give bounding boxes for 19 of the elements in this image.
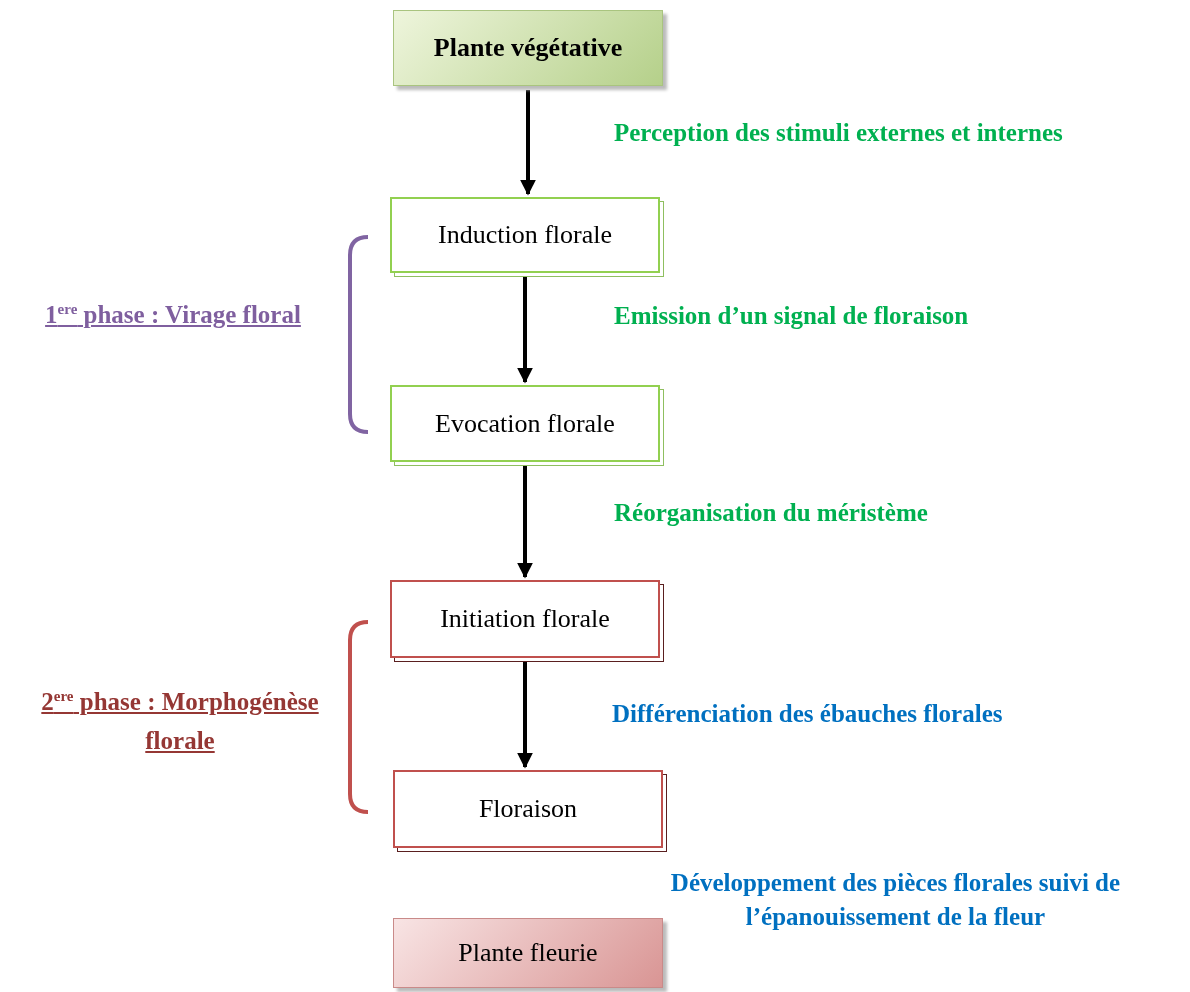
box-label: Induction florale xyxy=(438,220,612,250)
step-description: Réorganisation du méristème xyxy=(614,498,929,528)
box-label: Evocation florale xyxy=(435,408,615,439)
step-description: Différenciation des ébauches florales xyxy=(612,699,1004,729)
start-box xyxy=(393,10,663,86)
box-label: Initiation florale xyxy=(440,604,610,634)
arrow xyxy=(517,662,533,769)
box-label: Plante fleurie xyxy=(458,938,598,968)
step-description: Emission d’un signal de floraison xyxy=(614,301,970,331)
box-label: Floraison xyxy=(478,794,578,824)
step-description: Perception des stimuli externes et internes xyxy=(614,118,1064,148)
arrow xyxy=(517,466,533,579)
phase-label: 1$^{ere}$ phase : Virage floral xyxy=(44,299,302,330)
box-label: Plante végétative xyxy=(433,33,623,63)
phase-label: 2$^{ere}$ phase : Morphogénèse florale xyxy=(40,686,320,756)
arrow xyxy=(517,277,533,384)
end-box xyxy=(393,918,663,988)
arrow xyxy=(520,90,536,196)
step-description: Développement des pièces florales suivi de l’épanouissement de la fleur xyxy=(669,868,1122,932)
